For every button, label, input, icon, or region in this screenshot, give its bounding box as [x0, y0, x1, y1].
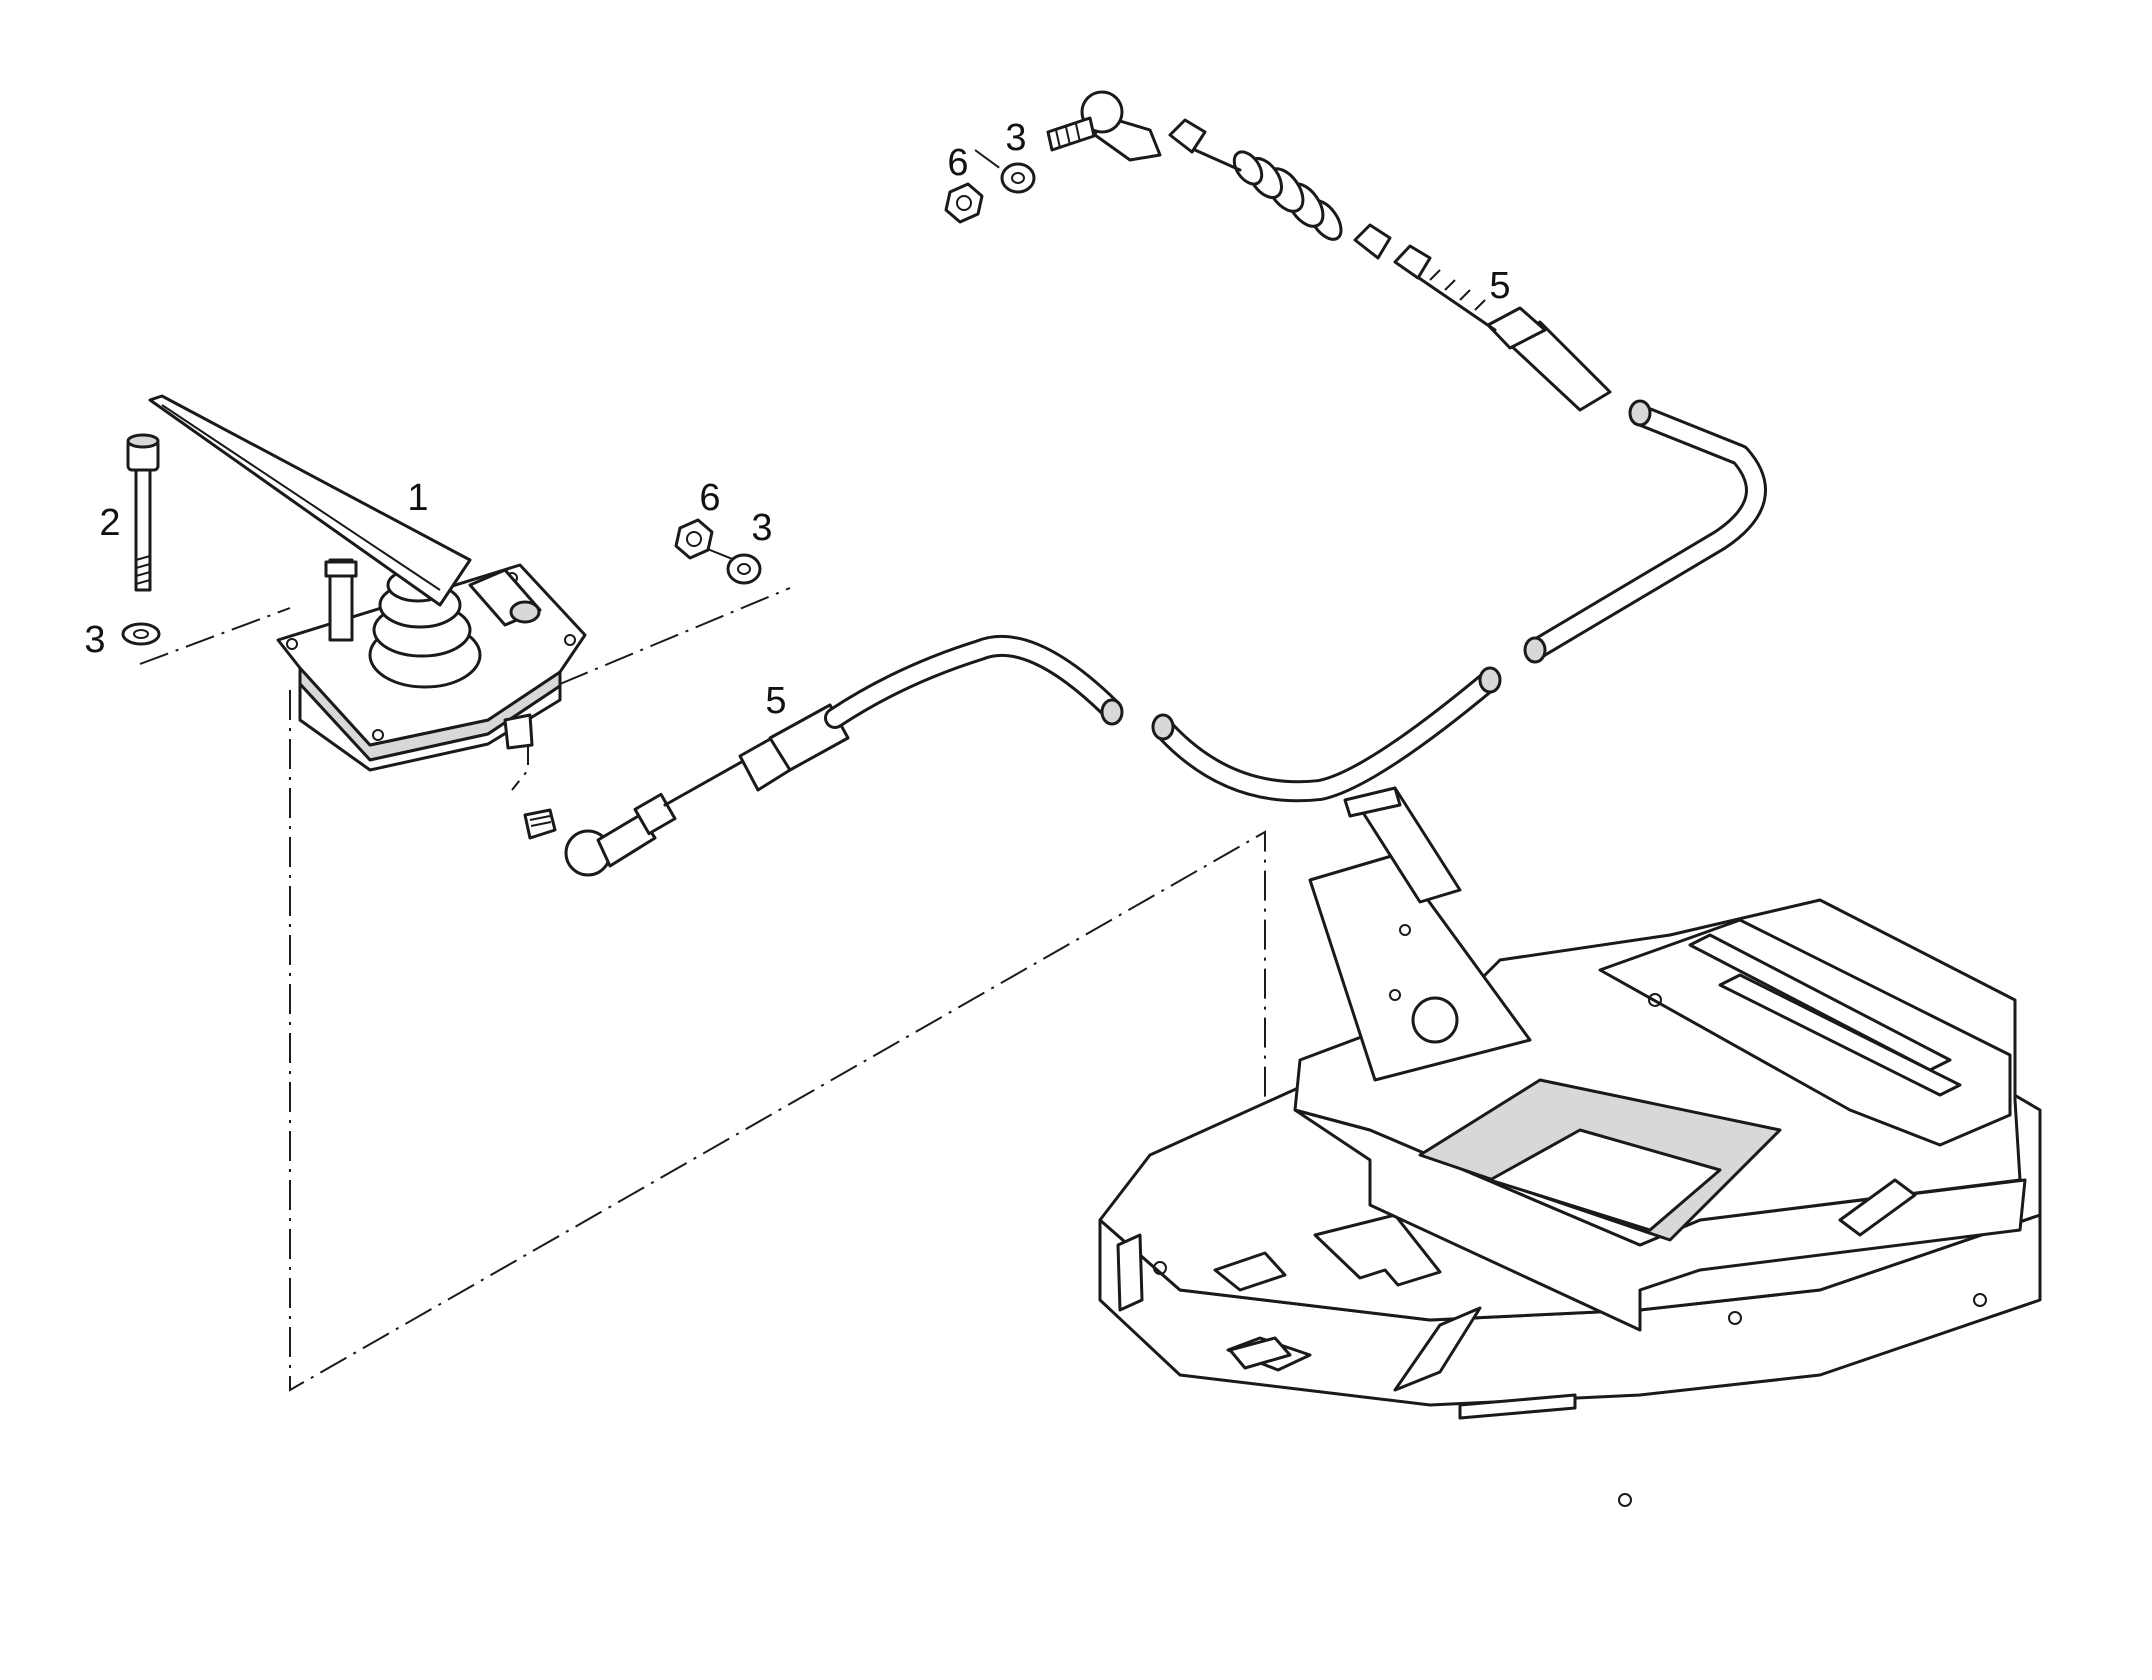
callout-5-cable-lower: 5 [765, 680, 786, 722]
cab-floor-base [1098, 786, 2042, 1507]
bolt-and-washer [121, 433, 161, 646]
callout-3-washer-middle: 3 [751, 507, 772, 549]
nut-and-washer-top [944, 162, 1036, 224]
pedal-assembly [148, 394, 587, 772]
callout-6-nut-middle: 6 [699, 477, 720, 519]
callout-6-nut-top: 6 [947, 142, 968, 184]
nut-and-washer-middle [674, 518, 762, 585]
callout-3-washer-top: 3 [1005, 117, 1026, 159]
callout-labels: 1 2 3 6 3 6 3 5 5 [84, 117, 1510, 722]
callout-2: 2 [99, 502, 120, 544]
throttle-cable [523, 90, 1767, 877]
callout-5-cable-upper: 5 [1489, 265, 1510, 307]
callout-1: 1 [407, 477, 428, 519]
assembly-leader-lines [139, 149, 1266, 1392]
callout-3-bolt-washer: 3 [84, 619, 105, 661]
